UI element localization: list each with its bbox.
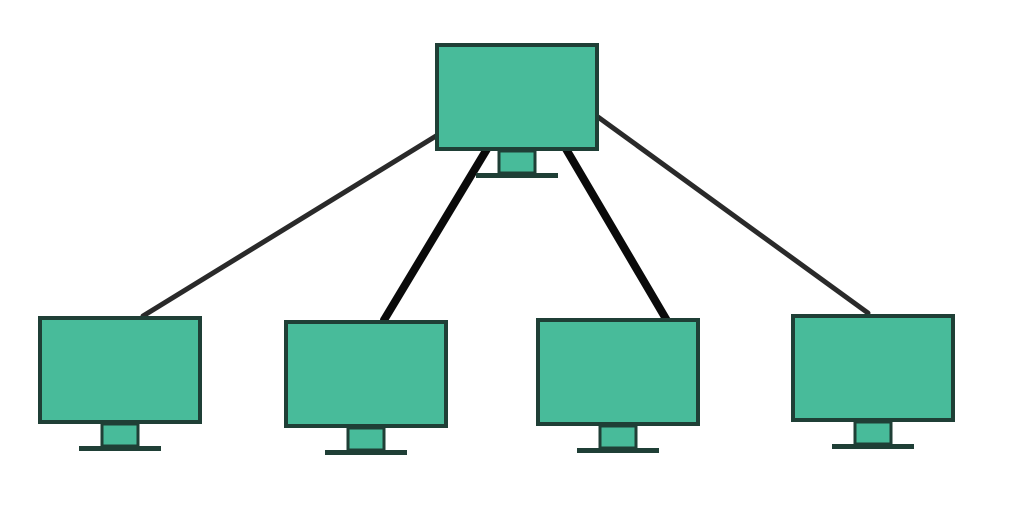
links-layer (140, 114, 871, 328)
monitor-stand-base (79, 446, 161, 451)
computer-node-3-monitor-icon (536, 318, 700, 453)
link-hub-node-2 (380, 145, 491, 324)
monitor-stand-neck (100, 422, 140, 448)
monitor-stand-base (832, 444, 914, 449)
monitor-screen (435, 43, 599, 151)
link-hub-node-3 (562, 145, 673, 328)
monitor-stand-neck (853, 420, 893, 446)
link-hub-node-4 (595, 114, 871, 316)
monitor-stand-neck (346, 426, 386, 452)
monitor-screen (38, 316, 202, 424)
computer-node-1-monitor-icon (38, 316, 202, 451)
monitor-screen (536, 318, 700, 426)
monitor-stand-base (325, 450, 407, 455)
monitor-screen (284, 320, 448, 428)
monitor-stand-neck (497, 149, 537, 175)
hub-computer-monitor-icon (435, 43, 599, 178)
monitor-stand-neck (598, 424, 638, 450)
link-hub-node-1 (140, 133, 439, 319)
computer-node-4-monitor-icon (791, 314, 955, 449)
computer-node-2-monitor-icon (284, 320, 448, 455)
monitor-stand-base (577, 448, 659, 453)
computers-layer (38, 43, 955, 455)
monitor-stand-base (476, 173, 558, 178)
monitor-screen (791, 314, 955, 422)
